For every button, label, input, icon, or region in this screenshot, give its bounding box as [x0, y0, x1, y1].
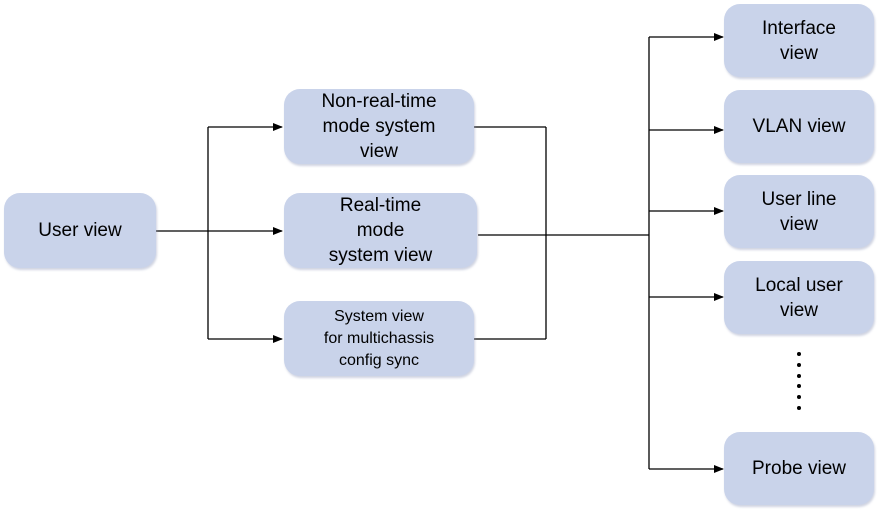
probe-view-node: Probe view: [724, 432, 874, 505]
non-real-time-system-view-node: Non-real-time mode system view: [284, 89, 474, 164]
user-line-view-node: User line view: [724, 175, 874, 248]
real-time-system-view-node: Real-time mode system view: [284, 193, 477, 268]
interface-view-node: Interface view: [724, 4, 874, 77]
user-view-node: User view: [4, 193, 156, 268]
ellipsis-dots: [796, 352, 802, 410]
local-user-view-node: Local user view: [724, 261, 874, 334]
multichassis-system-view-node: System view for multichassis config sync: [284, 301, 474, 376]
vlan-view-node: VLAN view: [724, 90, 874, 163]
